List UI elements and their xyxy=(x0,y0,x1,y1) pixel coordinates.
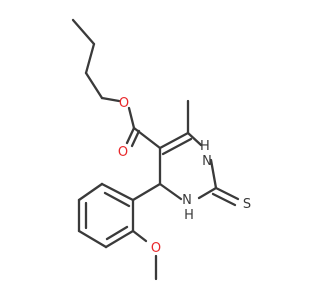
bond-benz-5 xyxy=(104,229,135,249)
atom-o-ether: O xyxy=(119,96,129,111)
bond-c5-c6-a xyxy=(158,131,190,150)
atom-n3-h: H xyxy=(184,208,194,223)
bond-benz-5-inner xyxy=(105,225,129,241)
bond-c6-n1 xyxy=(186,131,203,147)
bond-c4-aryl xyxy=(131,182,162,202)
bond-c2-s-b xyxy=(211,192,237,207)
structure-canvas: O O H N N H S O xyxy=(71,18,251,281)
atom-o-carbonyl: O xyxy=(118,145,128,160)
bond-butyl-1 xyxy=(71,18,96,46)
bond-carbonyl-c5 xyxy=(132,126,162,150)
bond-benz-1-inner xyxy=(103,191,131,208)
bond-butyl-4 xyxy=(100,96,121,103)
bond-butyl-2 xyxy=(84,42,96,75)
atom-n1-h-label: H N xyxy=(200,139,214,169)
atom-n3-label: N H xyxy=(182,193,196,223)
atom-o-methoxy: O xyxy=(151,241,161,256)
bond-benz-1 xyxy=(100,182,135,202)
bond-carbonyl-co-a xyxy=(125,126,136,145)
bond-c5-c6-b xyxy=(161,137,193,156)
bond-aryl-omethoxy xyxy=(131,229,148,243)
bond-carbonyl-co-b xyxy=(130,129,141,148)
bond-n1-c2 xyxy=(209,158,218,190)
bond-benz-2 xyxy=(77,182,104,202)
atom-n1-h: H xyxy=(200,139,210,154)
bond-n3-c4 xyxy=(158,182,183,201)
bond-c2-s-a xyxy=(214,186,240,201)
molecule-structure: O O H N N H S O xyxy=(71,18,251,281)
atom-s-thione: S xyxy=(243,197,251,212)
atom-n3-n: N xyxy=(182,193,192,208)
bond-c2-n3 xyxy=(197,186,218,200)
bond-benz-4 xyxy=(77,229,108,249)
bond-oether-carbonyl xyxy=(127,106,136,130)
atom-n1-n: N xyxy=(202,154,212,169)
bond-butyl-3 xyxy=(84,71,104,100)
